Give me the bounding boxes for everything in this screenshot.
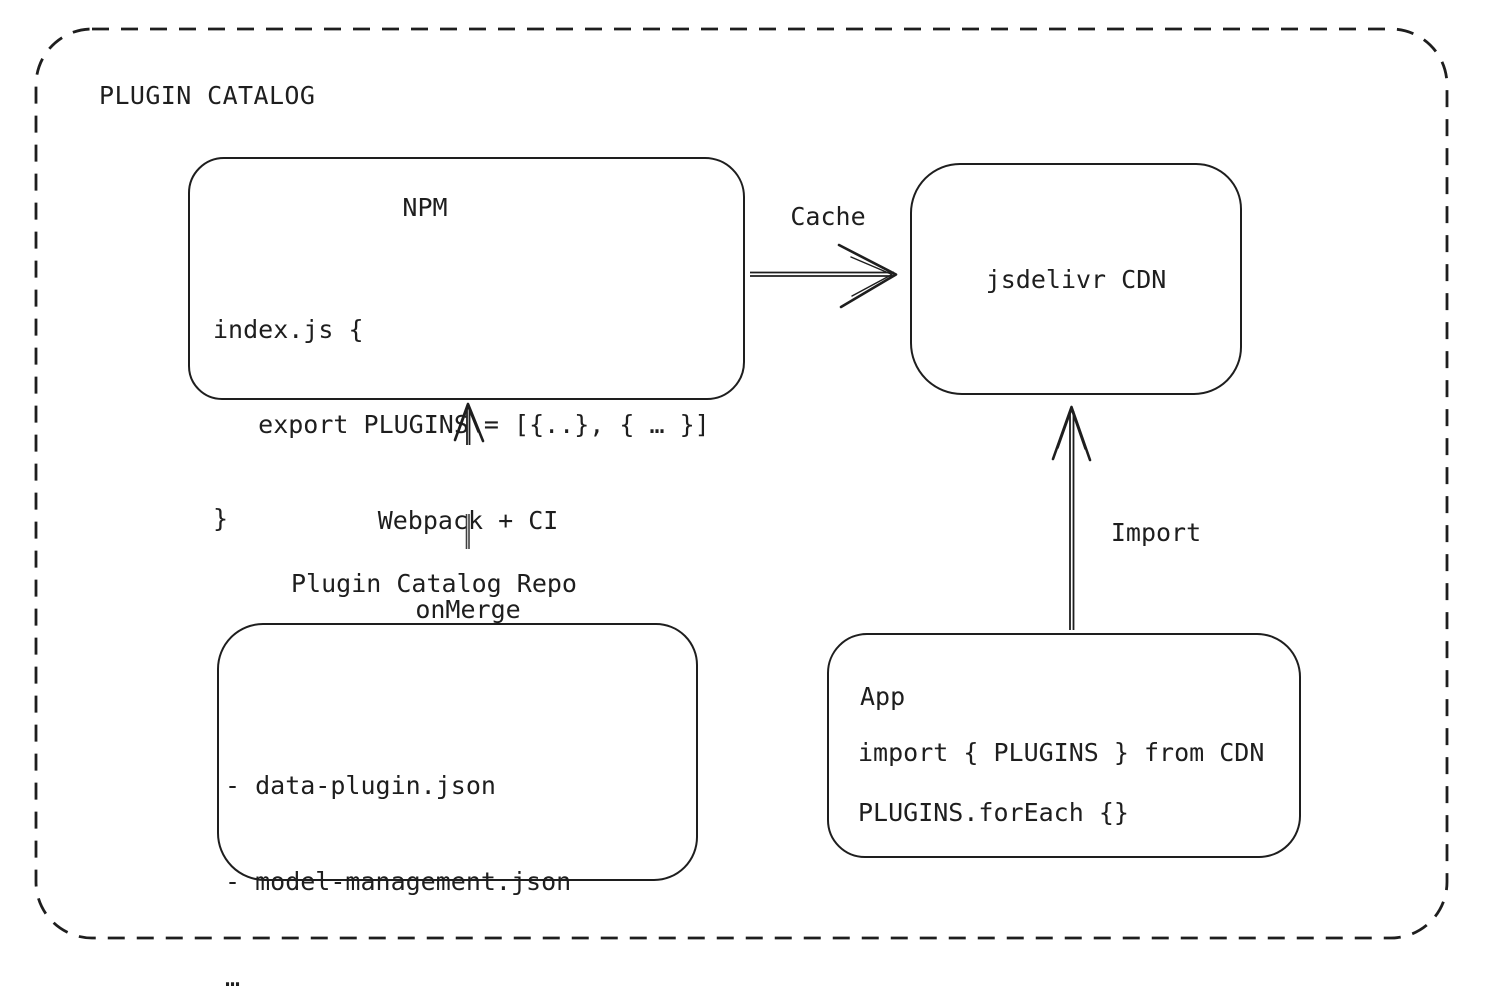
npm-code-line: index.js {	[213, 315, 364, 344]
cdn-node-label: jsdelivr CDN	[985, 264, 1167, 294]
npm-code-block: index.js { export PLUGINS = [{..}, { … }…	[213, 251, 710, 598]
repo-file-list: - data-plugin.json - model-management.js…	[225, 706, 571, 1002]
npm-node	[188, 157, 745, 400]
build-connector-line	[465, 514, 470, 549]
catalog-boundary-border	[34, 27, 1449, 940]
npm-node-title: NPM	[402, 193, 448, 222]
repo-file-item: - model-management.json	[225, 867, 572, 896]
build-arrow	[453, 402, 485, 445]
catalog-title: PLUGIN CATALOG	[99, 81, 316, 110]
repo-file-item: - data-plugin.json	[225, 771, 496, 800]
cache-edge-label: Cache	[790, 202, 866, 231]
npm-code-line: export PLUGINS = [{..}, { … }]	[213, 409, 710, 439]
app-code-line: import { PLUGINS } from CDN	[858, 738, 1265, 767]
cache-arrow	[750, 243, 898, 309]
app-node-title: App	[860, 682, 906, 711]
import-arrow	[1051, 405, 1092, 630]
build-edge-label: Webpack + CI onMerge	[368, 447, 568, 683]
app-code-line: PLUGINS.forEach {}	[858, 798, 1129, 827]
repo-node-heading: Plugin Catalog Repo	[291, 569, 577, 598]
build-edge-label-line1: Webpack + CI	[377, 506, 559, 535]
import-edge-label: Import	[1110, 518, 1202, 547]
repo-node	[217, 623, 698, 881]
app-node	[827, 633, 1301, 858]
npm-code-line: }	[213, 504, 229, 533]
cdn-node: jsdelivr CDN	[910, 163, 1242, 395]
repo-file-item: …	[225, 963, 241, 992]
build-edge-label-line2: onMerge	[415, 594, 521, 624]
